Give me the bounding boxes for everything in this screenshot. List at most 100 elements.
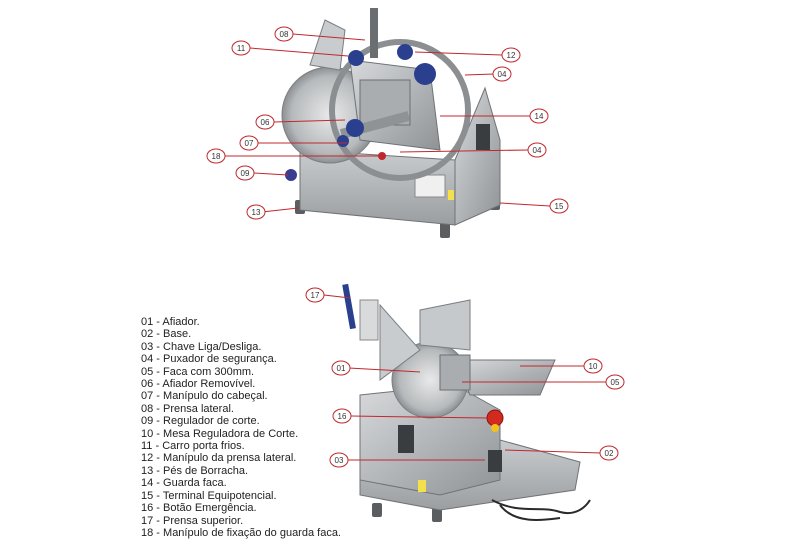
- legend-label: Manípulo da prensa lateral.: [163, 452, 297, 465]
- legend-number: 05: [141, 365, 154, 378]
- callout-badge: 08: [274, 26, 294, 42]
- blade-cover: [379, 303, 421, 381]
- legend-label: Terminal Equipotencial.: [162, 489, 277, 502]
- callout-number: 04: [533, 146, 542, 155]
- warning-sticker: [448, 190, 454, 200]
- callout-number: 11: [237, 44, 246, 53]
- callout-number: 03: [335, 456, 344, 465]
- rubber-foot: [440, 222, 450, 238]
- emergency-base: [491, 424, 499, 432]
- callout-badge: 12: [501, 47, 521, 63]
- rubber-foot: [372, 503, 382, 517]
- knob: [378, 152, 386, 160]
- legend-item: 10 - Mesa Reguladora de Corte.: [141, 427, 299, 440]
- callout-badge: 02: [599, 445, 619, 461]
- callout-badge: 17: [305, 287, 325, 303]
- legend-item: 08 - Prensa lateral.: [141, 402, 234, 415]
- legend-label: Afiador.: [162, 316, 200, 328]
- knob: [337, 135, 349, 147]
- legend-item: 04 - Puxador de segurança.: [141, 353, 277, 366]
- parts-legend: 01 - Afiador.02 - Base.03 - Chave Liga/D…: [141, 316, 401, 539]
- legend-number: 09: [141, 415, 154, 428]
- callout-badge: 04: [527, 142, 547, 158]
- legend-item: 09 - Regulador de corte.: [141, 415, 260, 428]
- legend-number: 16: [141, 502, 154, 515]
- callout-badge: 11: [231, 40, 251, 56]
- legend-number: 14: [141, 477, 154, 490]
- callout-number: 02: [605, 449, 614, 458]
- legend-number: 03: [141, 340, 154, 353]
- rubber-foot: [432, 508, 442, 522]
- callout-number: 12: [507, 51, 516, 60]
- legend-item: 05 - Faca com 300mm.: [141, 365, 255, 378]
- power-cord: [491, 499, 591, 514]
- legend-item: 13 - Pés de Borracha.: [141, 464, 249, 477]
- callout-number: 04: [498, 70, 507, 79]
- callout-lines-top: [225, 33, 551, 213]
- legend-label: Faca com 300mm.: [163, 365, 255, 378]
- callout-number: 14: [535, 112, 544, 121]
- callout-badge: 06: [255, 114, 275, 130]
- legend-number: 08: [141, 402, 154, 415]
- callout-lines-bottom: [323, 294, 606, 461]
- legend-label: Prensa superior.: [163, 514, 244, 527]
- legend-item: 12 - Manípulo da prensa lateral.: [141, 452, 297, 465]
- callout-badge: 10: [583, 358, 603, 374]
- callout-number: 08: [280, 30, 289, 39]
- legend-number: 18: [141, 526, 154, 539]
- legend-item: 07 - Manípulo do cabeçal.: [141, 390, 268, 403]
- legend-number: 13: [141, 464, 154, 477]
- side-vent: [476, 124, 490, 150]
- legend-item: 18 - Manípulo de fixação do guarda faca.: [141, 526, 341, 539]
- legend-item: 16 - Botão Emergência.: [141, 502, 257, 515]
- callout-number: 17: [311, 291, 320, 300]
- callout-number: 09: [241, 169, 250, 178]
- logo-plate: [414, 174, 446, 198]
- callout-number: 18: [212, 152, 221, 161]
- legend-item: 14 - Guarda faca.: [141, 477, 227, 490]
- legend-label: Puxador de segurança.: [163, 353, 277, 366]
- callout-number: 10: [589, 362, 598, 371]
- callout-number: 07: [245, 139, 254, 148]
- legend-item: 06 - Afiador Removível.: [141, 378, 256, 391]
- side-press: [309, 19, 346, 71]
- callout-badge: 03: [329, 452, 349, 468]
- carriage-plate: [439, 354, 471, 391]
- knob: [285, 169, 297, 181]
- legend-item: 17 - Prensa superior.: [141, 514, 244, 527]
- top-press-handle: [342, 283, 356, 330]
- legend-item: 11 - Carro porta frios.: [141, 440, 245, 453]
- legend-label: Carro porta frios.: [162, 440, 245, 453]
- emergency-button: [486, 409, 504, 427]
- top-press: [359, 299, 379, 341]
- legend-number: 10: [141, 427, 154, 440]
- knob: [348, 50, 364, 66]
- legend-label: Pés de Borracha.: [163, 464, 249, 477]
- callout-badge: 16: [332, 408, 352, 424]
- legend-label: Chave Liga/Desliga.: [163, 340, 262, 353]
- legend-number: 11: [141, 440, 153, 453]
- knob: [414, 63, 436, 85]
- knob: [346, 119, 364, 137]
- callout-badge: 01: [331, 360, 351, 376]
- legend-label: Mesa Reguladora de Corte.: [163, 427, 299, 440]
- bottom-slicer: [342, 283, 591, 522]
- blade-guard: [329, 39, 471, 181]
- callout-number: 06: [261, 118, 270, 127]
- callout-badge: 04: [492, 66, 512, 82]
- legend-label: Manípulo de fixação do guarda faca.: [163, 526, 341, 539]
- legend-item: 03 - Chave Liga/Desliga.: [141, 340, 262, 353]
- callout-number: 05: [611, 378, 620, 387]
- legend-number: 17: [141, 514, 154, 527]
- legend-item: 01 - Afiador.: [141, 316, 200, 328]
- callout-badge: 07: [239, 135, 259, 151]
- base-side: [454, 86, 501, 226]
- callout-number: 15: [555, 202, 564, 211]
- power-cord: [499, 504, 561, 521]
- callout-badges-bottom: 17 01 10 05 16 03 02: [305, 287, 625, 468]
- side-vent: [398, 425, 414, 453]
- legend-number: 15: [141, 489, 154, 502]
- callout-badge: 18: [206, 148, 226, 164]
- callout-number: 13: [252, 208, 261, 217]
